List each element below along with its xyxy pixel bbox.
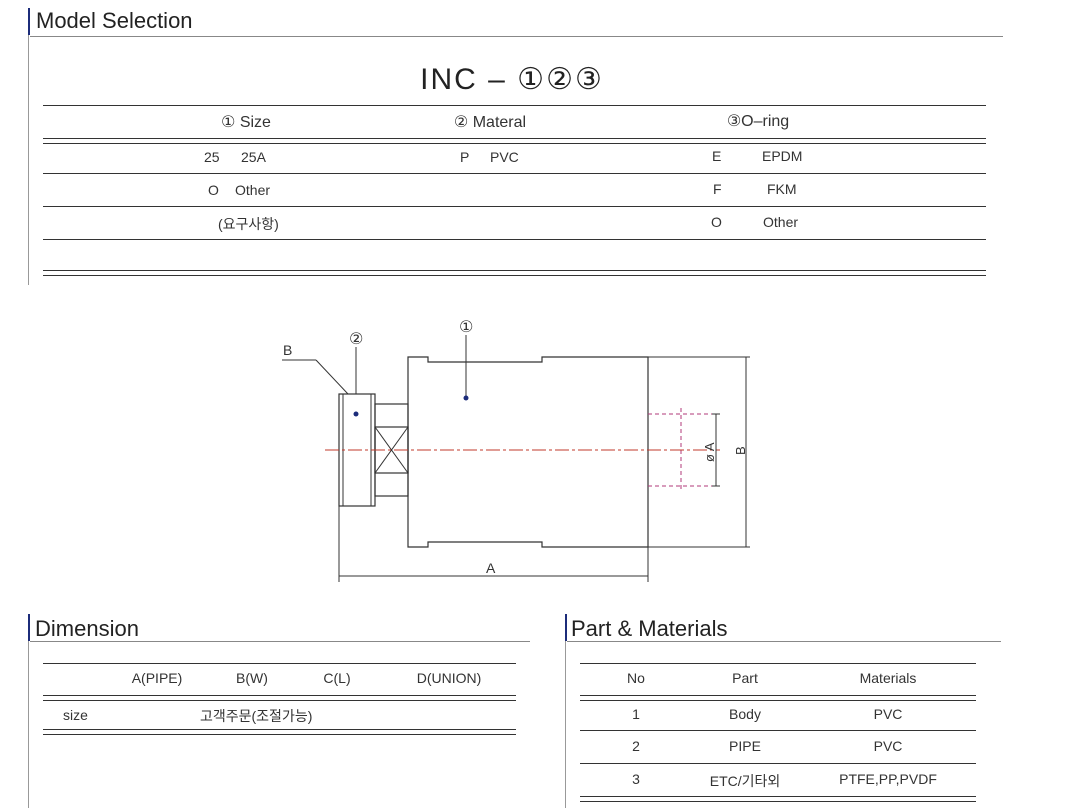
parts-header-materials: Materials [859,670,917,686]
size-code: O [208,182,219,198]
label-b: B [283,342,292,358]
parts-row-rule [580,730,976,731]
parts-row-part: ETC/기타외 [709,773,781,789]
label-b-right: B [733,446,748,455]
parts-underline [567,641,1001,642]
dim-header-d: D(UNION) [416,670,482,686]
dimension-bottom-rule [43,729,516,735]
parts-row-material: PVC [873,738,903,754]
parts-header-no: No [627,670,645,686]
parts-title: Part & Materials [571,616,728,641]
parts-row-part: Body [729,706,761,722]
size-desc: 25A [241,149,266,165]
callout-2: ② [349,331,363,348]
dim-row-value: 고객주문(조절가능) [200,708,313,724]
oring-desc: EPDM [762,148,803,164]
label-dia-a: ø A [702,442,717,462]
material-code: P [460,149,470,165]
technical-drawing: B ② ① ø A B A [282,319,750,582]
size-desc: Other [235,182,271,198]
dim-header-c: C(L) [323,670,351,686]
header-size: ① Size [221,114,271,131]
parts-row-rule [580,763,976,764]
size-code: 25 [204,149,220,165]
body [407,356,649,548]
dimension-left-rule [28,641,29,808]
dimension-underline [30,641,530,642]
section-accent-bar [28,8,30,35]
parts-accent-bar [565,614,567,641]
parts-header-part: Part [732,670,758,686]
header-double-rule [43,138,986,144]
dim-row-label: size [63,707,88,723]
dim-header-b: B(W) [236,670,268,686]
parts-row-material: PVC [873,706,903,722]
oring-desc: Other [763,214,799,230]
body-dot [463,395,469,401]
header-material: ② Materal [453,114,527,131]
section-left-rule [28,35,29,285]
model-selection-title: Model Selection [36,8,193,33]
row-rule [43,173,986,174]
parts-header-rule [580,695,976,701]
label-a: A [486,560,496,576]
oring-code: E [712,148,722,164]
oring-desc: FKM [767,181,797,197]
size-desc: (요구사항) [218,216,279,232]
model-selection-underline [30,36,1003,37]
parts-row-no: 2 [632,738,640,754]
oring-code: O [711,214,722,230]
parts-top-rule [580,663,976,664]
dimension-header-rule [43,695,516,701]
oring-code: F [713,181,722,197]
parts-row-no: 3 [632,771,640,787]
dimension-accent-bar [28,614,30,641]
model-code: INC – ①②③ [420,63,604,96]
row-rule [43,239,986,240]
header-oring: ③O–ring [726,113,790,130]
material-desc: PVC [490,149,519,165]
callout-1: ① [459,319,473,336]
parts-bottom-rule [580,796,976,802]
dimension-title: Dimension [35,616,139,641]
table-bottom-double-rule [43,270,986,276]
table-top-rule [43,105,986,106]
row-rule [43,206,986,207]
nut-dot [353,411,359,417]
parts-row-part: PIPE [729,738,761,754]
parts-row-no: 1 [632,706,640,722]
dim-header-a: A(PIPE) [131,670,183,686]
dimension-top-rule [43,663,516,664]
parts-left-rule [565,641,566,808]
parts-row-material: PTFE,PP,PVDF [839,771,937,787]
